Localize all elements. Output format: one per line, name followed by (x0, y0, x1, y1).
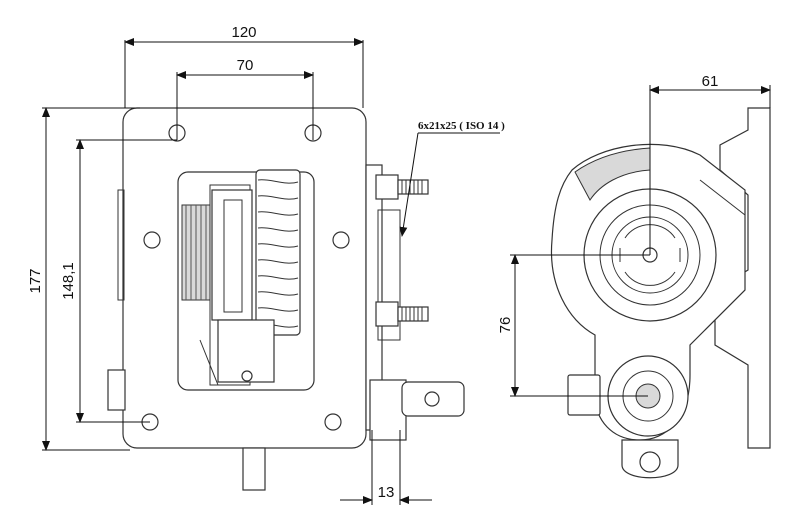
hub-inner (223, 199, 243, 313)
dim-overall-height: 177 (27, 268, 44, 293)
stud-bolt-upper (375, 174, 429, 200)
dim-bolt-spacing-vertical: 148,1 (60, 262, 77, 300)
front-view (107, 107, 465, 491)
housing-side-inner (377, 209, 401, 341)
bolt-hole-bottom-right (324, 413, 342, 431)
output-lug-hole (424, 391, 440, 407)
bottom-shaft (242, 447, 266, 491)
side-view-dimensions: 61 76 (497, 73, 771, 397)
bolt-spec-note: 6x21x25 ( ISO 14 ) (418, 120, 505, 132)
dim-overall-width: 120 (231, 24, 256, 41)
flange-left-rim (117, 189, 125, 301)
splined-gear (181, 204, 211, 301)
shift-pin (241, 370, 253, 382)
dim-shaft-center-distance: 76 (497, 317, 514, 334)
dim-flange-thickness: 13 (378, 484, 395, 501)
gear-hub (211, 189, 253, 321)
dim-side-view-offset: 61 (702, 73, 719, 90)
side-left-lug (567, 374, 601, 416)
bolt-hole-mid-left (143, 231, 161, 249)
bottom-eyelet-hole (639, 451, 661, 473)
helical-gear (255, 169, 301, 336)
dim-bolt-spacing-horizontal: 70 (237, 57, 254, 74)
flange-left-lug (107, 369, 126, 411)
front-view-dimensions: 120 70 177 148,1 13 6x21x25 ( ISO 14 ) (27, 24, 505, 505)
housing-bottom-block (369, 379, 407, 441)
bolt-hole-mid-right (332, 231, 350, 249)
side-view (550, 107, 771, 479)
stud-bolt-lower (375, 301, 429, 327)
